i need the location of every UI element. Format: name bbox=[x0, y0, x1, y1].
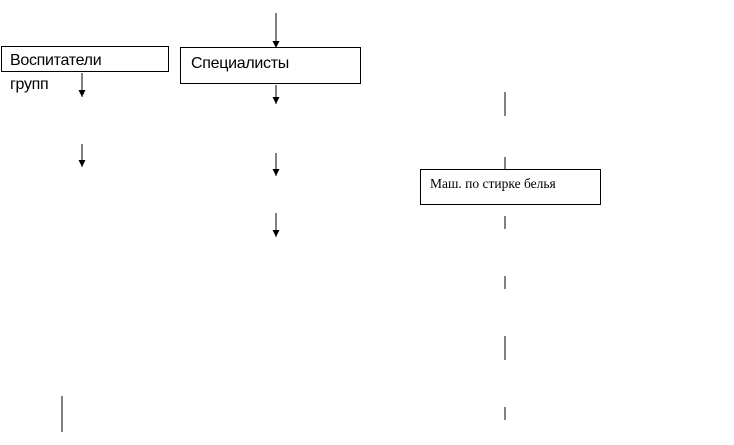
laundry-worker-box bbox=[420, 169, 601, 205]
laundry-worker-label: Маш. по стирке белья bbox=[430, 176, 556, 191]
educators-label-line1: Воспитатели bbox=[10, 52, 102, 69]
educators-label-line2: групп bbox=[10, 76, 49, 93]
specialists-label: Специалисты bbox=[191, 55, 289, 72]
specialists-box bbox=[180, 47, 361, 84]
educators-box bbox=[1, 46, 169, 72]
